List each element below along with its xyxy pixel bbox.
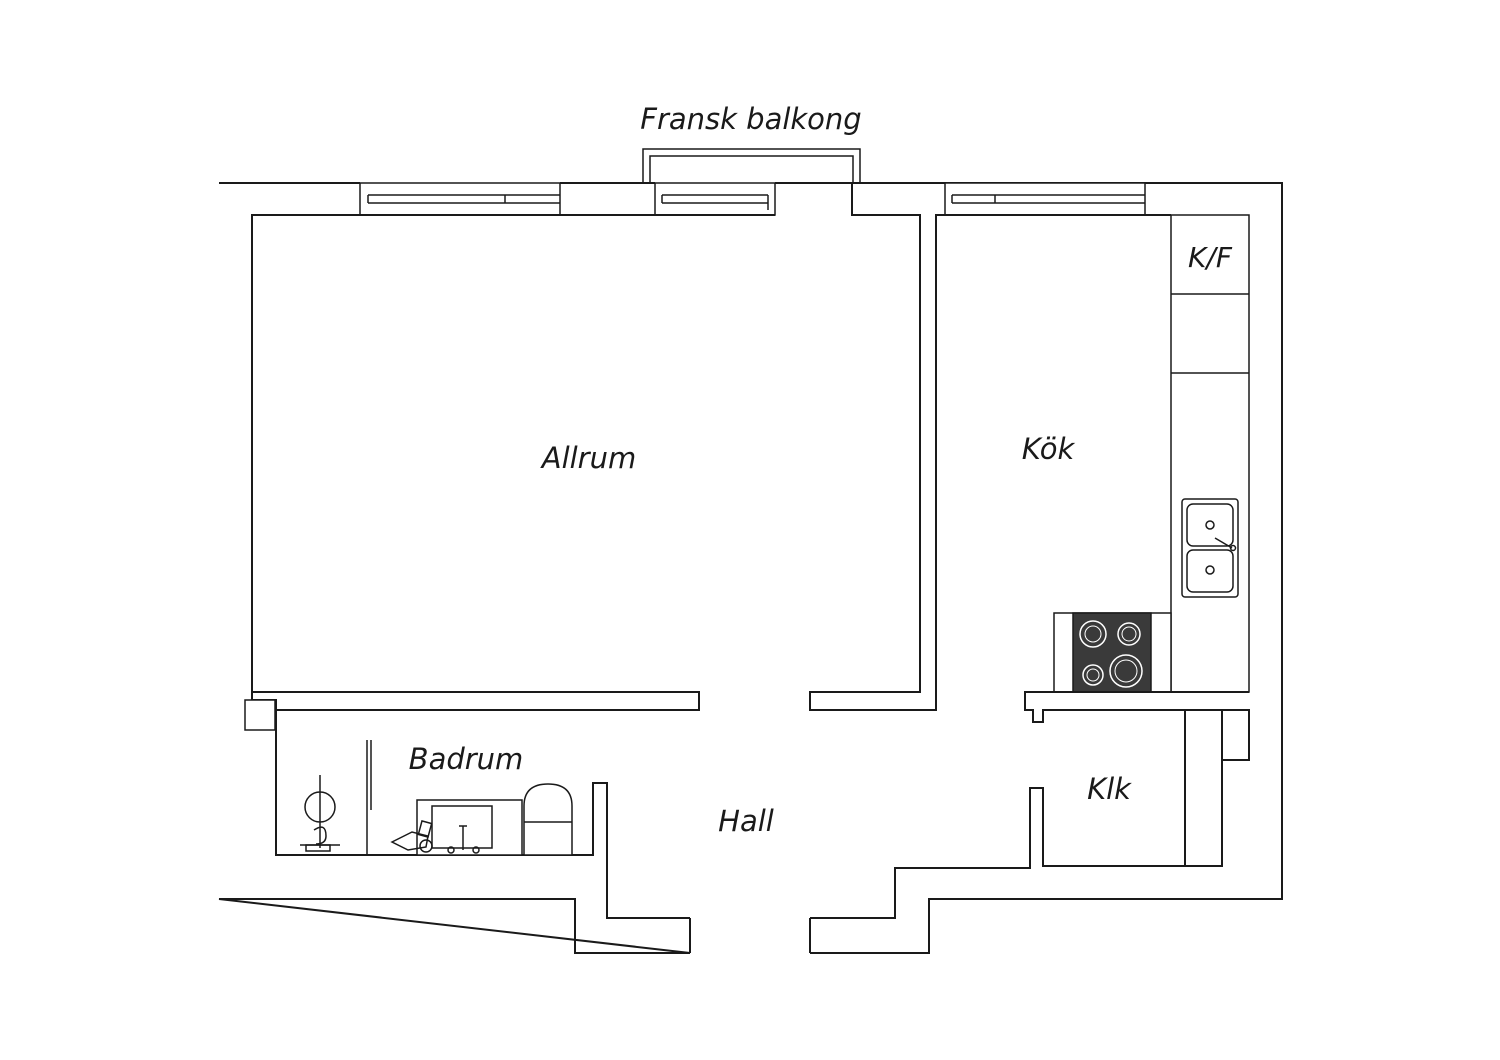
living-room-label: Allrum [540,441,637,475]
toilet-icon [523,783,573,856]
kitchen-bottom-wall [810,691,1250,919]
window-icon [359,182,561,216]
shower-icon [300,775,340,852]
stove-icon [1053,612,1172,693]
kitchen-label: Kök [1022,432,1076,466]
living-room-wall [251,214,775,711]
shaft [244,699,276,731]
bathroom-wall [275,710,690,919]
bathroom-label: Badrum [409,742,524,776]
window-icon [944,182,1146,216]
hall-label: Hall [718,804,774,838]
washbasin-icon [390,799,523,856]
window-icon [654,182,776,216]
balcony-label: Fransk balkong [640,102,861,136]
kitchen-counter [1170,214,1250,693]
fridge-freezer-label: K/F [1188,241,1233,274]
balcony-railing [642,148,861,183]
sink-icon [1181,498,1239,598]
living-room-wall-right [809,183,1171,711]
closet-label: Klk [1087,772,1132,806]
